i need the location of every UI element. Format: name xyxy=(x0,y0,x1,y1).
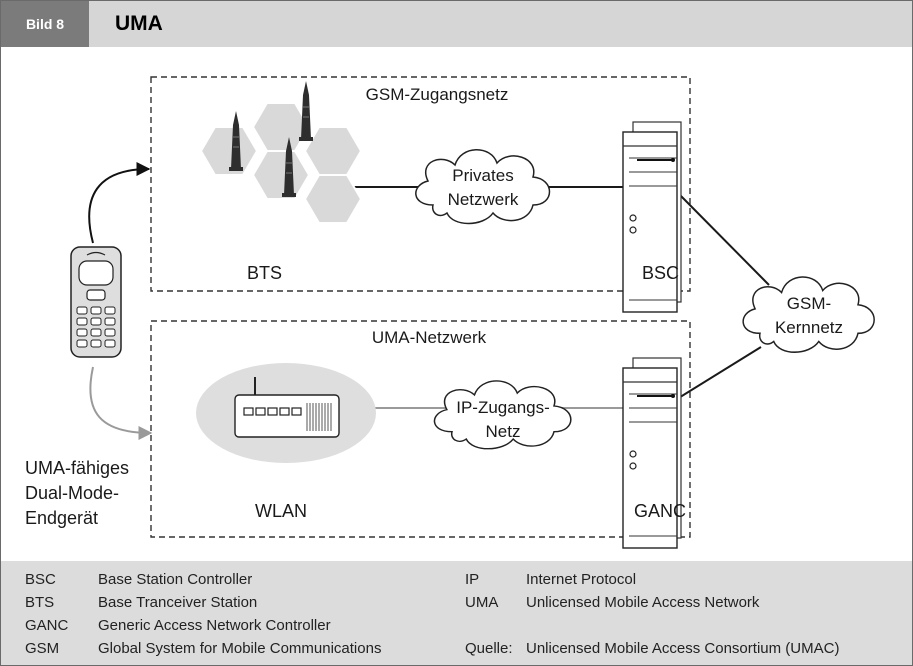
handset-label-line3: Endgerät xyxy=(25,508,98,528)
legend-abbr: BTS xyxy=(25,594,55,611)
bsc-label: BSC xyxy=(642,263,679,283)
bts-label: BTS xyxy=(247,263,282,283)
gsm-core-label-line1: GSM- xyxy=(787,294,831,313)
gsm-core-cloud xyxy=(742,276,875,353)
ganc-label: GANC xyxy=(634,501,686,521)
figure-number: Bild 8 xyxy=(1,1,89,47)
legend-abbr: UMA xyxy=(465,594,499,611)
uma-diagram: GSM-Zugangsnetz UMA-Netzwerk BTS BSC WLA… xyxy=(25,76,875,549)
gsm-core-label-line2: Kernnetz xyxy=(775,318,843,337)
legend-text: Generic Access Network Controller xyxy=(98,617,331,634)
source-text: Unlicensed Mobile Access Consortium (UMA… xyxy=(526,640,840,657)
handset-label-line1: UMA-fähiges xyxy=(25,458,129,478)
gsm-zone-label: GSM-Zugangsnetz xyxy=(366,85,509,104)
bsc-server-icon xyxy=(622,121,682,313)
private-network-label-line2: Netzwerk xyxy=(448,190,519,209)
legend-abbr: GANC xyxy=(25,617,69,634)
bsc-to-core-link xyxy=(676,191,770,286)
private-network-label-line1: Privates xyxy=(452,166,513,185)
legend-text: Global System for Mobile Communications xyxy=(98,640,382,657)
legend-text: Internet Protocol xyxy=(526,571,637,588)
legend-abbr: IP xyxy=(465,571,480,588)
legend-text: Unlicensed Mobile Access Network xyxy=(526,594,760,611)
legend-text: Base Station Controller xyxy=(98,571,253,588)
ip-access-label-line1: IP-Zugangs- xyxy=(456,398,550,417)
legend-abbr: BSC xyxy=(25,571,56,588)
source-label: Quelle: xyxy=(465,640,513,657)
ip-access-label-line2: Netz xyxy=(486,422,521,441)
uma-zone-label: UMA-Netzwerk xyxy=(372,328,487,347)
handset-to-uma-arrow xyxy=(89,366,153,440)
ganc-to-core-link xyxy=(676,346,762,400)
handset-label-line2: Dual-Mode- xyxy=(25,483,119,503)
mobile-handset-icon xyxy=(70,246,122,358)
private-network-cloud xyxy=(415,148,551,225)
wlan-router-icon xyxy=(196,363,376,463)
legend-text: Base Tranceiver Station xyxy=(98,594,258,611)
legend-panel: BSC Base Station Controller BTS Base Tra… xyxy=(1,561,912,665)
figure-title: UMA xyxy=(115,12,163,35)
gsm-access-network-zone xyxy=(150,76,691,292)
wlan-label: WLAN xyxy=(255,501,307,521)
legend-abbr: GSM xyxy=(25,640,60,657)
handset-to-gsm-arrow xyxy=(88,162,151,244)
bts-cell-icon xyxy=(199,102,363,224)
figure-header: Bild 8 UMA xyxy=(1,1,912,47)
